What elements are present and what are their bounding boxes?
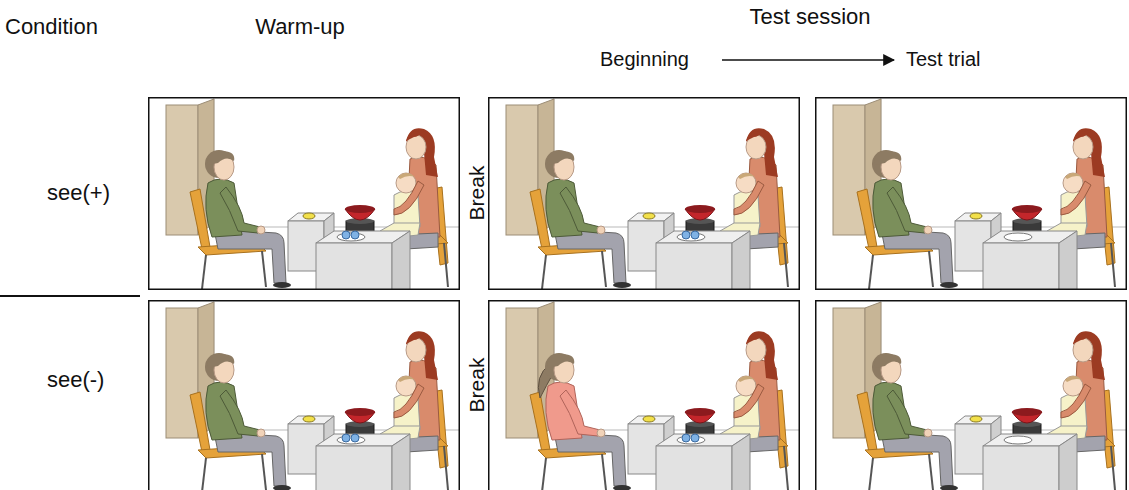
phase-label: Beginning	[600, 48, 689, 71]
condition-label: see(-)	[47, 367, 104, 392]
condition-label: see(+)	[47, 180, 110, 205]
experimenter-head	[545, 353, 574, 383]
experimenter-head	[205, 353, 234, 383]
experimenter-torso	[206, 179, 265, 237]
experimenter-head	[872, 353, 901, 383]
scene-panel	[148, 97, 460, 293]
experimenter-torso	[546, 179, 605, 237]
experimenter-torso	[873, 179, 932, 237]
panel-border	[489, 301, 800, 490]
experimenter-torso	[873, 382, 932, 440]
panel-border	[816, 301, 1127, 490]
column-header: Warm-up	[255, 14, 345, 39]
panel-border	[149, 301, 460, 490]
experimenter	[530, 392, 631, 490]
experimenter-torso	[546, 382, 605, 440]
scene-base	[506, 97, 800, 293]
time-arrow	[722, 59, 894, 61]
scene-panel	[815, 300, 1127, 490]
scene-base	[833, 97, 1127, 293]
column-header: Condition	[5, 14, 98, 39]
experimenter	[190, 392, 291, 490]
balls	[682, 434, 699, 442]
row-separator	[0, 295, 140, 297]
scene-base	[166, 97, 460, 293]
scene-panel	[488, 300, 800, 490]
panel-border	[816, 98, 1127, 290]
scene-base	[833, 300, 1127, 490]
balls	[342, 231, 359, 239]
scene-panel	[488, 97, 800, 293]
column-header: Test session	[749, 4, 870, 29]
balls	[682, 231, 699, 239]
scene-base	[506, 300, 800, 490]
experimenter-head	[872, 150, 901, 180]
break-label: Break	[465, 166, 489, 221]
balls	[342, 434, 359, 442]
break-label: Break	[465, 358, 489, 413]
scene-base	[166, 300, 460, 490]
scene-panel	[815, 97, 1127, 293]
experimenter-head	[545, 150, 574, 180]
scene-panel	[148, 300, 460, 490]
experimenter-head	[205, 150, 234, 180]
experimenter	[857, 392, 958, 490]
phase-label: Test trial	[906, 48, 980, 71]
experimenter-torso	[206, 382, 265, 440]
experimenter	[857, 189, 958, 289]
panel-border	[489, 98, 800, 290]
experimenter	[530, 189, 631, 289]
panel-border	[149, 98, 460, 290]
experimenter	[190, 189, 291, 289]
